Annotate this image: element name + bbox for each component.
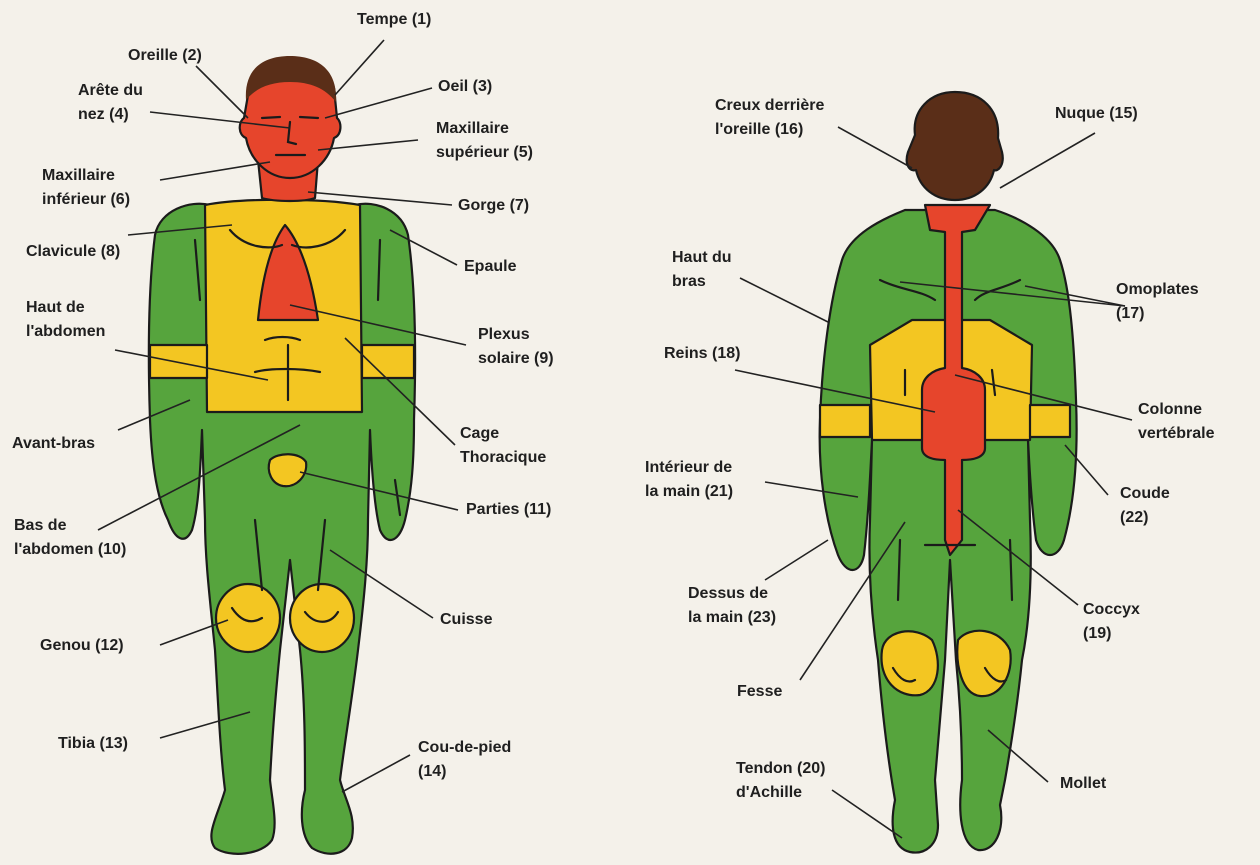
label-dessus-main: Dessus de la main (23) [688,582,776,630]
label-coude: Coude (22) [1120,482,1170,530]
leader-tempe [335,40,384,95]
label-fesse: Fesse [737,680,782,704]
label-reins: Reins (18) [664,342,740,366]
back-left-elbow-band [820,405,870,437]
label-maxillaire-inferieur: Maxillaire inférieur (6) [42,164,130,212]
back-right-elbow-band [1030,405,1070,437]
back-head [907,92,1003,200]
label-maxillaire-superieur: Maxillaire supérieur (5) [436,117,533,165]
label-nuque: Nuque (15) [1055,102,1138,126]
label-bas-abdomen: Bas de l'abdomen (10) [14,514,126,562]
label-tempe: Tempe (1) [357,8,431,32]
leader-creux-oreille [838,127,912,168]
label-haut-abdomen: Haut de l'abdomen [26,296,105,344]
front-right-knee [290,584,354,652]
front-left-knee [216,584,280,652]
back-figure [820,92,1077,853]
label-plexus-solaire: Plexus solaire (9) [478,323,554,371]
label-omoplates: Omoplates (17) [1116,278,1199,326]
label-genou: Genou (12) [40,634,124,658]
label-haut-bras: Haut du bras [672,246,732,294]
label-coccyx: Coccyx (19) [1083,598,1140,646]
label-clavicule: Clavicule (8) [26,240,120,264]
leader-dessus-main [765,540,828,580]
leader-nuque [1000,133,1095,188]
label-arete-nez: Arête du nez (4) [78,79,143,127]
label-mollet: Mollet [1060,772,1106,796]
label-epaule: Epaule [464,255,516,279]
label-oeil: Oeil (3) [438,75,492,99]
back-right-knee [957,631,1010,696]
label-interieur-main: Intérieur de la main (21) [645,456,733,504]
leader-oreille [196,66,248,118]
label-oreille: Oreille (2) [128,44,202,68]
label-cage-thoracique: Cage Thoracique [460,422,546,470]
label-cuisse: Cuisse [440,608,492,632]
label-tendon-achille: Tendon (20) d'Achille [736,757,825,805]
leader-haut-bras [740,278,828,322]
label-creux-oreille: Creux derrière l'oreille (16) [715,94,824,142]
label-gorge: Gorge (7) [458,194,529,218]
label-avant-bras: Avant-bras [12,432,95,456]
label-tibia: Tibia (13) [58,732,128,756]
front-left-arm-band [150,345,207,378]
leader-oeil [325,88,432,118]
leader-tendon [832,790,902,838]
leader-cou-de-pied [342,755,410,792]
label-cou-de-pied: Cou-de-pied (14) [418,736,511,784]
leader-max-inf [160,162,270,180]
label-parties: Parties (11) [466,498,551,522]
label-colonne: Colonne vertébrale [1138,398,1215,446]
